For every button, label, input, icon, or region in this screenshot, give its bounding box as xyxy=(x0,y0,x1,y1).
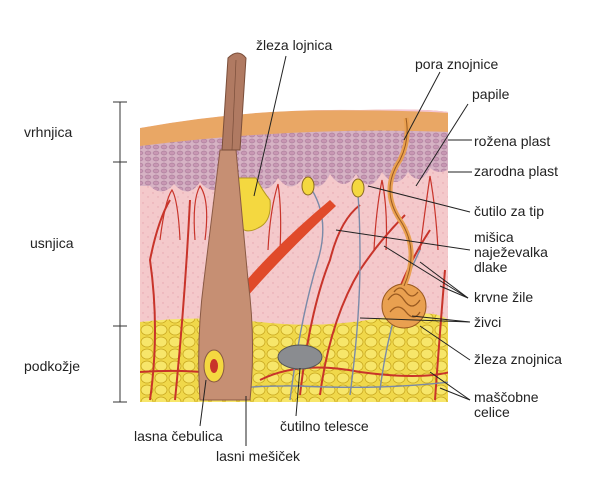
label-cutilno-telesce: čutilno telesce xyxy=(280,419,369,434)
label-krvne-zile: krvne žile xyxy=(474,290,533,305)
sweat-gland xyxy=(382,284,426,328)
label-zivci: živci xyxy=(474,315,501,330)
label-cutilo-za-tip: čutilo za tip xyxy=(474,204,544,219)
label-zleza-znojnica: žleza znojnica xyxy=(474,352,562,367)
label-vrhnjica: vrhnjica xyxy=(24,125,72,140)
label-podkozje: podkožje xyxy=(24,359,80,374)
label-lasna-cebulica: lasna čebulica xyxy=(134,429,223,444)
label-mascobne-celice: maščobne celice xyxy=(474,390,539,420)
label-misica-nadjezevalka: mišica naježevalka dlake xyxy=(474,230,548,275)
label-zleza-lojnica: žleza lojnica xyxy=(256,38,332,53)
label-papile: papile xyxy=(472,87,509,102)
label-zarodna-plast: zarodna plast xyxy=(474,164,558,179)
label-pora-znojnice: pora znojnice xyxy=(415,57,498,72)
hair-papilla xyxy=(210,359,218,373)
label-lasni-mesicek: lasni mešiček xyxy=(216,449,300,464)
label-usnjica: usnjica xyxy=(30,236,74,251)
label-rozena-plast: rožena plast xyxy=(474,134,550,149)
pacinian-corpuscle xyxy=(278,345,322,369)
layer-bracket xyxy=(113,102,127,402)
skin-block xyxy=(140,100,450,410)
